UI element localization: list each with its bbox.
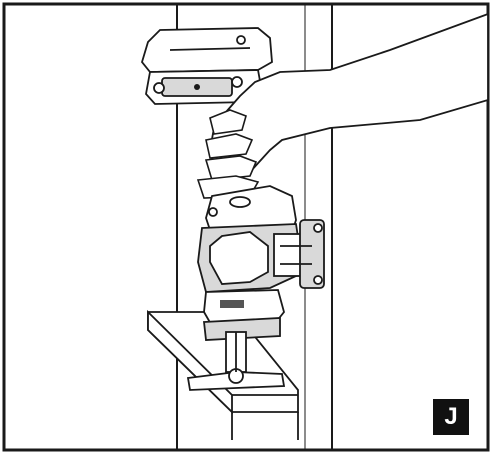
battery-pack [141,27,273,105]
tool-foot [186,331,286,391]
side-clamp [273,219,325,289]
step-label-badge: J [433,399,469,435]
